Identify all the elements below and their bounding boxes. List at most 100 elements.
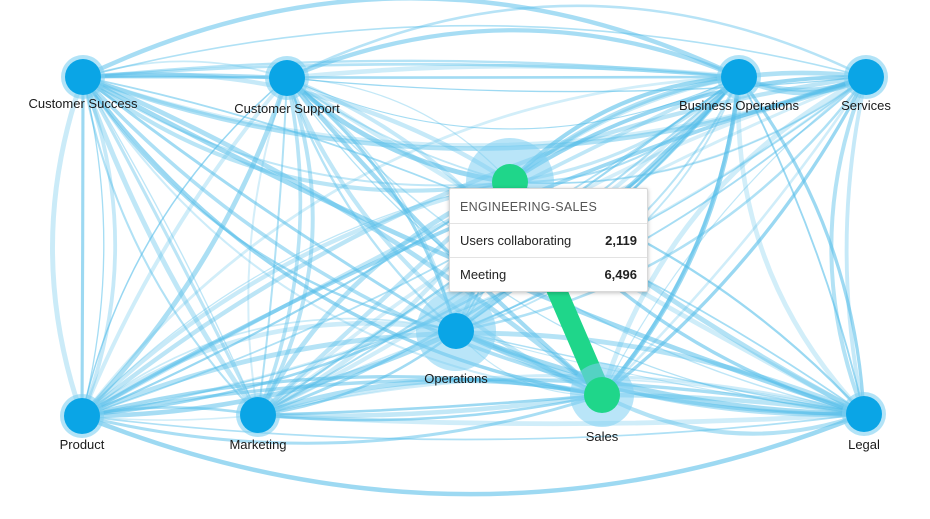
edge-customer-support-marketing[interactable] bbox=[256, 77, 315, 416]
edge-customer-support-services[interactable] bbox=[286, 4, 867, 80]
edge-customer-success-business-operations[interactable] bbox=[82, 62, 740, 79]
edge-marketing-sales[interactable] bbox=[257, 392, 603, 419]
edge-customer-success-marketing[interactable] bbox=[81, 76, 260, 416]
edge-marketing-sales[interactable] bbox=[257, 393, 603, 422]
edge-customer-support-marketing[interactable] bbox=[247, 77, 288, 416]
tooltip-title: ENGINEERING-SALES bbox=[450, 189, 647, 224]
edge-operations-legal[interactable] bbox=[455, 328, 865, 417]
marketing-node[interactable] bbox=[240, 397, 276, 433]
edge-customer-support-services[interactable] bbox=[286, 76, 867, 93]
edge-services-sales[interactable] bbox=[601, 76, 868, 396]
edge-product-sales[interactable] bbox=[81, 393, 603, 445]
edge-customer-success-product[interactable] bbox=[81, 76, 105, 417]
edge-customer-support-business-operations[interactable] bbox=[286, 28, 740, 80]
product-node-label: Product bbox=[60, 437, 105, 452]
edge-services-legal[interactable] bbox=[829, 76, 868, 415]
edge-marketing-sales[interactable] bbox=[257, 378, 603, 418]
customer-success-node[interactable] bbox=[65, 59, 101, 95]
edge-customer-support-sales[interactable] bbox=[285, 76, 604, 397]
edge-customer-success-product[interactable] bbox=[80, 76, 85, 417]
edge-customer-support-marketing[interactable] bbox=[256, 77, 303, 416]
edge-services-sales[interactable] bbox=[601, 76, 867, 396]
customer-support-node[interactable] bbox=[269, 60, 305, 96]
edge-customer-success-marketing[interactable] bbox=[80, 76, 261, 417]
edge-operations-product[interactable] bbox=[81, 328, 458, 419]
edge-services-operations[interactable] bbox=[455, 76, 867, 332]
customer-support-node-label: Customer Support bbox=[234, 101, 340, 116]
edge-customer-support-product[interactable] bbox=[80, 77, 290, 418]
edge-customer-success-services[interactable] bbox=[82, 24, 867, 78]
edge-services-sales[interactable] bbox=[599, 74, 868, 396]
edge-customer-support-product[interactable] bbox=[80, 76, 289, 417]
edge-operations-product[interactable] bbox=[81, 317, 457, 417]
tooltip-row-meeting: Meeting 6,496 bbox=[450, 258, 647, 291]
edge-marketing-legal[interactable] bbox=[257, 373, 865, 417]
edge-product-legal[interactable] bbox=[81, 377, 865, 418]
edge-customer-success-marketing[interactable] bbox=[81, 76, 259, 416]
tooltip-row-value: 2,119 bbox=[605, 233, 637, 248]
marketing-node-label: Marketing bbox=[229, 437, 286, 452]
edge-services-operations[interactable] bbox=[455, 76, 868, 333]
edge-business-operations-sales[interactable] bbox=[600, 76, 741, 397]
edge-tooltip: ENGINEERING-SALES Users collaborating 2,… bbox=[449, 188, 648, 292]
edge-marketing-sales[interactable] bbox=[257, 393, 603, 417]
nodes-layer bbox=[64, 59, 884, 434]
legal-node[interactable] bbox=[846, 396, 882, 432]
edge-business-operations-sales[interactable] bbox=[600, 76, 742, 397]
edge-services-legal[interactable] bbox=[844, 76, 868, 415]
edge-business-operations-legal[interactable] bbox=[738, 76, 865, 415]
edge-engineering-product[interactable] bbox=[81, 181, 511, 417]
edge-customer-support-sales[interactable] bbox=[285, 77, 603, 397]
sales-node-label: Sales bbox=[586, 429, 619, 444]
edge-operations-product[interactable] bbox=[80, 321, 457, 418]
edge-operations-legal[interactable] bbox=[455, 328, 865, 417]
edge-customer-success-business-operations[interactable] bbox=[82, 0, 740, 79]
edge-customer-success-operations[interactable] bbox=[82, 75, 457, 333]
edge-customer-support-operations[interactable] bbox=[285, 77, 457, 332]
tooltip-row-value: 6,496 bbox=[604, 267, 637, 282]
operations-node-label: Operations bbox=[424, 371, 488, 386]
sales-node[interactable] bbox=[584, 377, 620, 413]
edge-customer-success-marketing[interactable] bbox=[82, 76, 259, 416]
tooltip-row-users: Users collaborating 2,119 bbox=[450, 224, 647, 258]
edge-customer-success-sales[interactable] bbox=[81, 75, 603, 397]
edge-customer-support-marketing[interactable] bbox=[257, 77, 288, 416]
edge-customer-success-business-operations[interactable] bbox=[82, 75, 740, 79]
edge-customer-support-product[interactable] bbox=[81, 77, 288, 417]
tooltip-row-label: Meeting bbox=[460, 267, 507, 282]
edge-services-engineering[interactable] bbox=[508, 75, 867, 184]
tooltip-row-label: Users collaborating bbox=[460, 233, 572, 248]
services-node-label: Services bbox=[841, 98, 891, 113]
edge-marketing-legal[interactable] bbox=[257, 377, 865, 416]
edge-engineering-product[interactable] bbox=[80, 179, 511, 418]
edge-business-operations-legal[interactable] bbox=[737, 76, 866, 415]
edge-product-legal[interactable] bbox=[81, 411, 865, 497]
edge-sales-legal[interactable] bbox=[601, 392, 865, 417]
edge-business-operations-product[interactable] bbox=[80, 75, 740, 417]
labels-layer: Customer Success Customer Support Business… bbox=[28, 96, 891, 452]
services-node[interactable] bbox=[848, 59, 884, 95]
edge-product-legal[interactable] bbox=[81, 413, 865, 441]
edge-marketing-legal[interactable] bbox=[257, 411, 865, 427]
edge-services-sales[interactable] bbox=[600, 76, 868, 397]
edge-customer-success-engineering[interactable] bbox=[82, 76, 511, 187]
edge-business-operations-legal[interactable] bbox=[735, 76, 866, 416]
edge-customer-success-product[interactable] bbox=[80, 76, 118, 417]
edge-product-sales[interactable] bbox=[81, 374, 603, 418]
edge-sales-legal[interactable] bbox=[601, 393, 865, 436]
edge-customer-success-product[interactable] bbox=[50, 76, 86, 417]
edge-customer-success-business-operations[interactable] bbox=[82, 59, 740, 79]
business-operations-node[interactable] bbox=[721, 59, 757, 95]
customer-success-node-label: Customer Success bbox=[28, 96, 138, 111]
legal-node-label: Legal bbox=[848, 437, 880, 452]
edge-customer-success-customer-support[interactable] bbox=[82, 60, 288, 79]
business-operations-node-label: Business Operations bbox=[679, 98, 799, 113]
product-node[interactable] bbox=[64, 398, 100, 434]
edge-customer-success-engineering[interactable] bbox=[81, 75, 511, 193]
edge-services-engineering[interactable] bbox=[508, 70, 867, 184]
edge-customer-support-business-operations[interactable] bbox=[286, 63, 740, 81]
edges-layer bbox=[50, 0, 868, 497]
edge-customer-support-operations[interactable] bbox=[286, 76, 458, 332]
operations-node[interactable] bbox=[438, 313, 474, 349]
